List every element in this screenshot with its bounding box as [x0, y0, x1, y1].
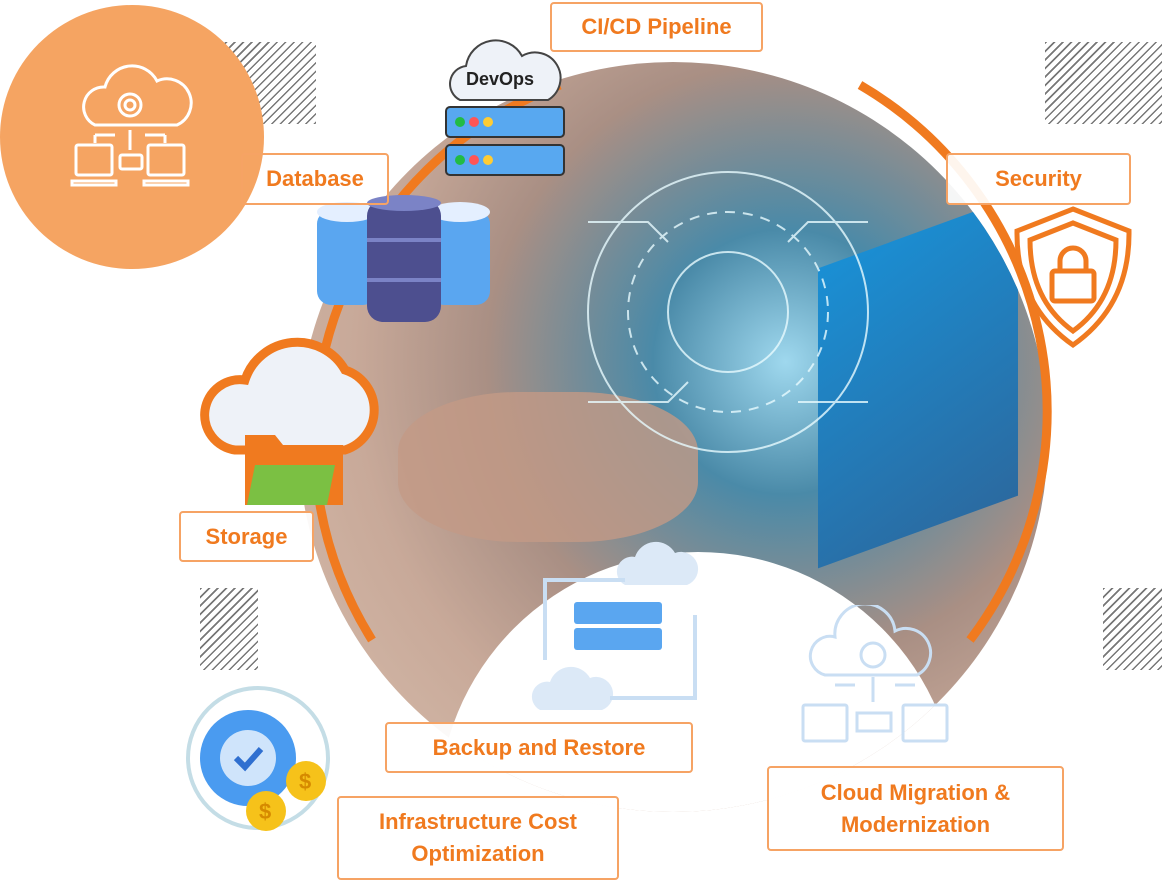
- circuit-overlay: [587, 171, 869, 453]
- hatch-pattern: [1103, 588, 1162, 670]
- cloud-network-icon: [70, 64, 193, 187]
- hatch-pattern: [1045, 42, 1162, 124]
- hatch-pattern: [200, 588, 258, 670]
- devops-server-icon: DevOps: [440, 35, 570, 180]
- label-backup-restore: Backup and Restore: [385, 722, 693, 773]
- svg-text:$: $: [259, 799, 271, 824]
- cloud-folder-icon: [200, 337, 379, 505]
- backup-restore-icon: [531, 541, 699, 710]
- label-text: Backup and Restore: [432, 734, 646, 760]
- label-text: Cloud Migration &: [820, 779, 1011, 805]
- cloud-migration-icon: [801, 605, 949, 743]
- svg-text:$: $: [299, 769, 311, 794]
- hero-photo: [298, 62, 1048, 812]
- label-text: Infrastructure Cost: [378, 809, 578, 834]
- label-text: Security: [995, 166, 1082, 191]
- cloud-network-badge: [0, 5, 264, 269]
- devops-badge: DevOps: [466, 69, 535, 89]
- hands: [398, 392, 698, 542]
- cost-optimization-icon: $ $: [186, 686, 330, 831]
- label-text: Storage: [205, 523, 288, 549]
- label-text: Modernization: [840, 811, 991, 837]
- label-security: Security: [946, 153, 1131, 205]
- label-cloud-migration: Cloud Migration & Modernization: [767, 766, 1064, 851]
- label-database: Database: [241, 153, 389, 205]
- label-text: Optimization: [411, 841, 545, 866]
- shield-lock-icon: [1014, 206, 1132, 349]
- label-text: CI/CD Pipeline: [581, 14, 732, 39]
- label-storage: Storage: [179, 511, 314, 562]
- label-cicd-pipeline: CI/CD Pipeline: [550, 2, 763, 52]
- database-icon: [317, 195, 490, 322]
- label-text: Database: [266, 166, 364, 191]
